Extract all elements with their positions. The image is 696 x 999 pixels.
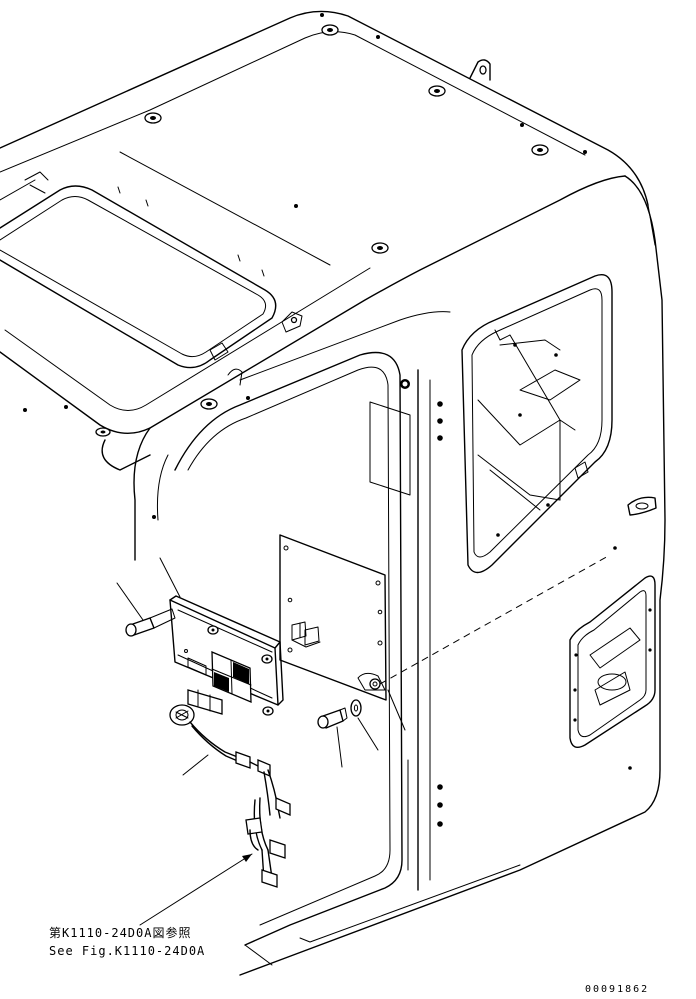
drawing-serial-number: 00091862	[585, 984, 650, 995]
cab-body	[0, 10, 666, 976]
door-holes	[400, 379, 443, 827]
roof-fasteners	[23, 13, 587, 519]
controller-box	[169, 595, 284, 716]
alignment-line	[379, 554, 611, 685]
bolt-left	[125, 608, 176, 637]
wiring-harness	[169, 704, 291, 888]
washer	[350, 699, 362, 717]
door-latch	[613, 496, 657, 550]
bolt-right	[317, 707, 348, 729]
roof-hatch	[0, 171, 303, 386]
mounting-bracket	[279, 534, 387, 701]
inner-plate	[369, 401, 411, 496]
reference-note-english: See Fig.K1110-24D0A	[49, 944, 206, 958]
reference-note-japanese: 第K1110-24D0A図参照	[49, 926, 192, 940]
lower-opening	[569, 575, 656, 770]
leader-lines	[116, 557, 406, 926]
side-window	[461, 274, 613, 574]
